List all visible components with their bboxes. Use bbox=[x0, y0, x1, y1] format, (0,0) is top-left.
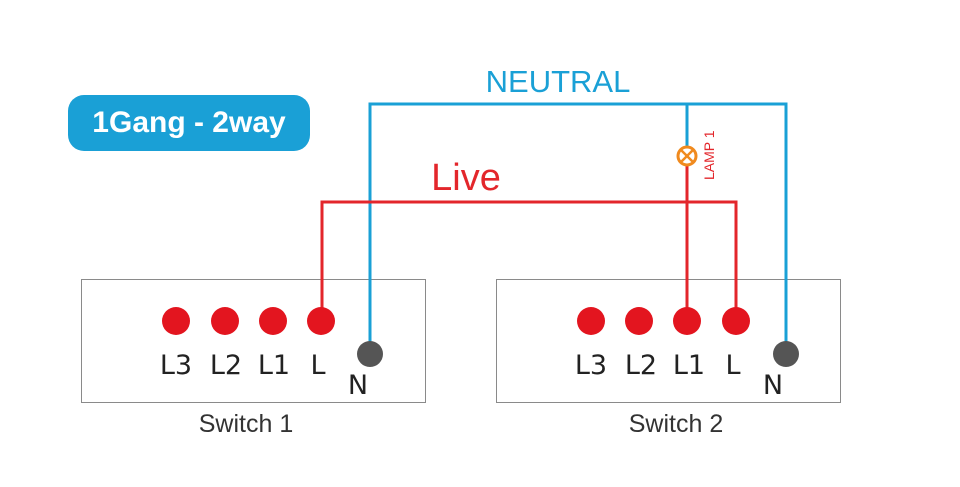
switch-1-label-l2: L2 bbox=[209, 350, 243, 381]
switch-1-terminal-l bbox=[307, 307, 335, 335]
switch-2-terminal-l2 bbox=[625, 307, 653, 335]
switch-1-terminal-l2 bbox=[211, 307, 239, 335]
switch-1-label-n: N bbox=[347, 370, 369, 401]
neutral-label: NEUTRAL bbox=[486, 64, 631, 99]
switch-2-label-n: N bbox=[762, 370, 784, 401]
switch-1-label-l: L bbox=[310, 350, 326, 381]
lamp-icon bbox=[676, 145, 698, 167]
neutral-wire bbox=[368, 102, 788, 344]
lamp-label: LAMP 1 bbox=[701, 130, 717, 180]
switch-2-label-l3: L3 bbox=[574, 350, 608, 381]
switch-1-caption: Switch 1 bbox=[198, 410, 294, 438]
switch-2-caption: Switch 2 bbox=[628, 410, 724, 438]
switch-2-label-l2: L2 bbox=[624, 350, 658, 381]
switch-2-label-l: L bbox=[725, 350, 741, 381]
switch-2-terminal-l bbox=[722, 307, 750, 335]
switch-1-terminal-n bbox=[357, 341, 383, 367]
diagram-title-badge: 1Gang - 2way bbox=[68, 95, 310, 151]
live-wire bbox=[320, 200, 738, 320]
switch-1-terminal-l3 bbox=[162, 307, 190, 335]
switch-2-label-l1: L1 bbox=[672, 350, 706, 381]
switch-2-terminal-n bbox=[773, 341, 799, 367]
switch-2-box bbox=[496, 279, 841, 403]
diagram-title: 1Gang - 2way bbox=[92, 106, 286, 139]
live-label: Live bbox=[431, 157, 501, 199]
switch-1-label-l1: L1 bbox=[257, 350, 291, 381]
switch-2-terminal-l3 bbox=[577, 307, 605, 335]
switch-2-terminal-l1 bbox=[673, 307, 701, 335]
switch-1-terminal-l1 bbox=[259, 307, 287, 335]
switch-1-label-l3: L3 bbox=[159, 350, 193, 381]
